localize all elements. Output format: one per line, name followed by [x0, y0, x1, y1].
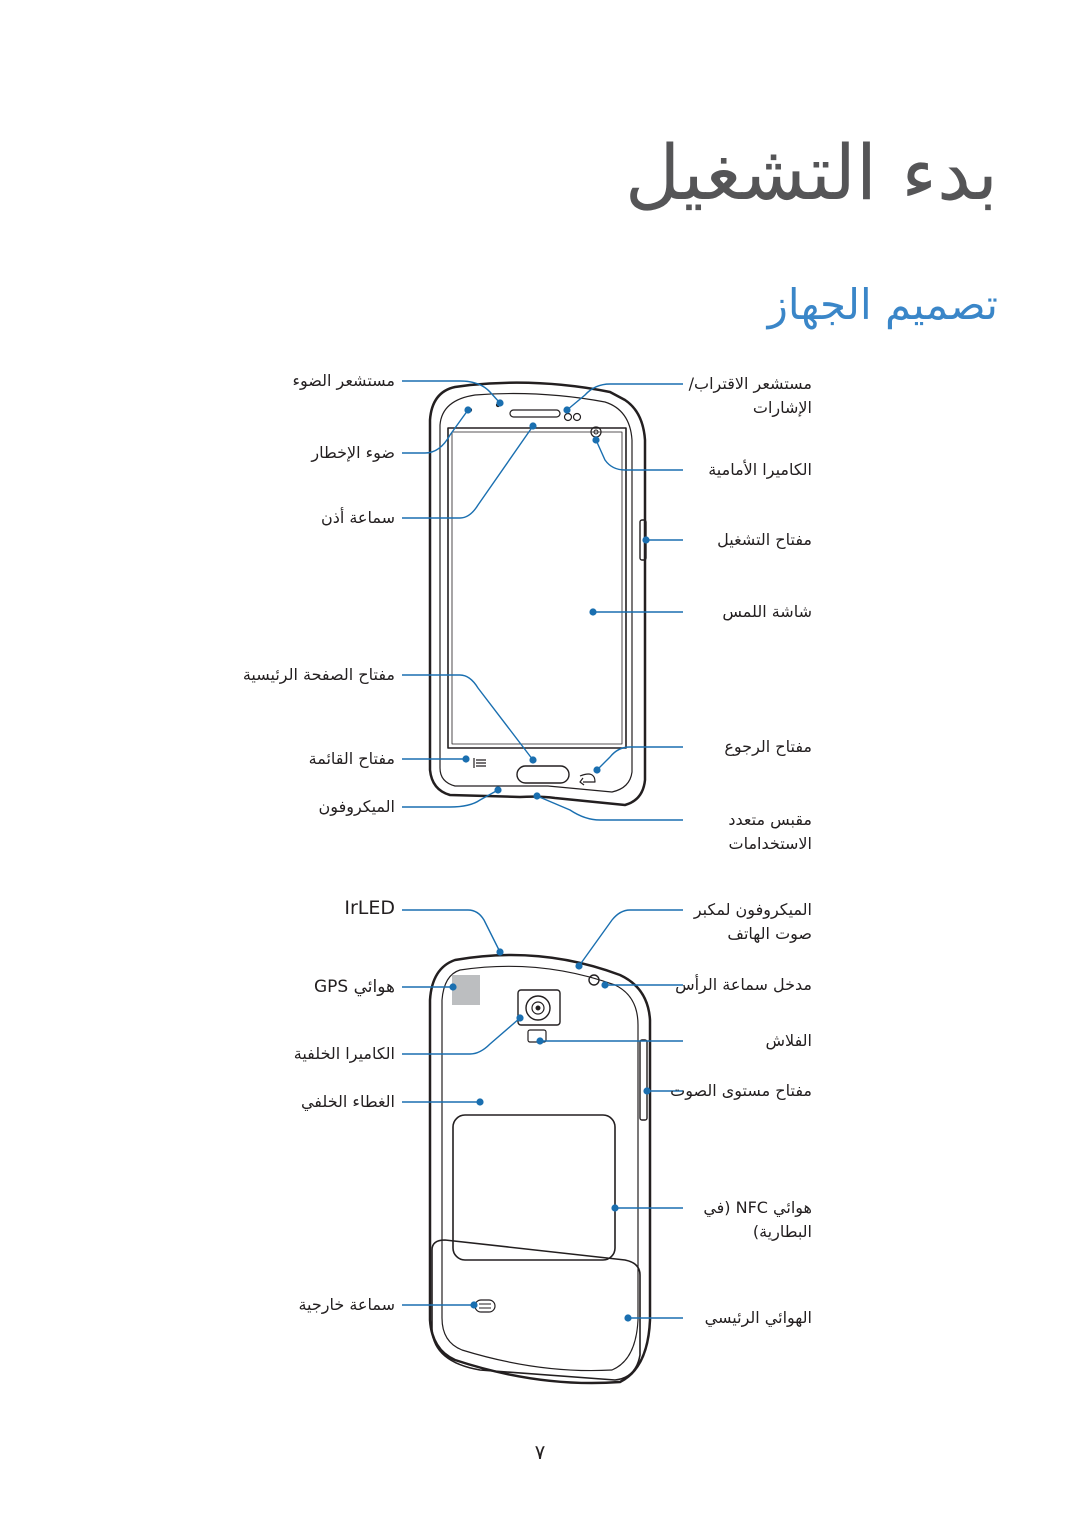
callout-earpiece [402, 425, 534, 519]
section-title: تصميم الجهاز [767, 280, 998, 329]
callout-multipurpose-jack [536, 795, 683, 821]
label-microphone: الميكروفون [318, 797, 395, 816]
chapter-title: بدء التشغيل [624, 128, 998, 217]
label-proximity-sensor-line-2: الإشارات [752, 398, 812, 417]
label-earpiece: سماعة أذن [320, 508, 395, 527]
label-nfc-antenna-line-1: هوائي NFC (في [703, 1198, 812, 1217]
label-back-key: مفتاح الرجوع [724, 737, 812, 756]
callout-home-key [402, 674, 534, 761]
callout-noise-mic [578, 909, 683, 967]
label-menu-key: مفتاح القائمة [308, 749, 395, 768]
label-flash: الفلاش [765, 1031, 813, 1050]
label-noise-mic-line-1: الميكروفون لمكبر [693, 900, 812, 919]
label-touch-screen: شاشة اللمس [722, 602, 812, 621]
label-main-antenna: الهوائي الرئيسي [704, 1308, 812, 1327]
callout-notification-led [402, 409, 469, 454]
label-back-cover: الغطاء الخلفي [300, 1092, 395, 1111]
label-speaker: سماعة خارجية [298, 1295, 395, 1314]
label-volume-key: مفتاح مستوى الصوت [670, 1081, 812, 1100]
label-multipurpose-jack: مقبس متعدد الاستخدامات [728, 808, 812, 856]
label-noise-mic-line-2: صوت الهاتف [727, 924, 812, 943]
label-light-sensor: مستشعر الضوء [292, 371, 395, 390]
label-power-key: مفتاح التشغيل [717, 530, 812, 549]
callout-light-sensor [402, 380, 501, 404]
label-proximity-sensor-line-1: مستشعر الاقتراب/ [688, 374, 812, 393]
label-nfc-antenna-line-2: البطارية) [752, 1222, 812, 1241]
callout-microphone [402, 789, 499, 808]
label-rear-camera: الكاميرا الخلفية [293, 1044, 395, 1063]
label-home-key: مفتاح الصفحة الرئيسية [242, 665, 395, 684]
front-phone-illustration [428, 381, 647, 807]
back-phone-illustration [428, 953, 652, 1385]
label-notification-led: ضوء الإخطار [311, 443, 395, 462]
label-noise-mic: الميكروفون لمكبر صوت الهاتف [694, 898, 812, 946]
callout-rear-camera [402, 1017, 521, 1055]
callout-back-key [596, 746, 683, 771]
callout-proximity-sensor [566, 383, 683, 411]
label-irled: IrLED [344, 897, 395, 919]
label-nfc-antenna: هوائي NFC (في البطارية) [703, 1196, 812, 1244]
label-multipurpose-jack-line-2: الاستخدامات [728, 834, 812, 853]
label-gps-antenna: هوائي GPS [314, 977, 395, 997]
callout-front-camera [595, 439, 683, 471]
page-number: ٧ [534, 1440, 546, 1464]
label-headset-jack: مدخل سماعة الرأس [675, 975, 812, 994]
label-multipurpose-jack-line-1: مقبس متعدد [728, 810, 812, 829]
label-front-camera: الكاميرا الأمامية [708, 460, 812, 479]
label-proximity-sensor: مستشعر الاقتراب/ الإشارات [689, 372, 812, 420]
callout-irled [402, 909, 501, 953]
